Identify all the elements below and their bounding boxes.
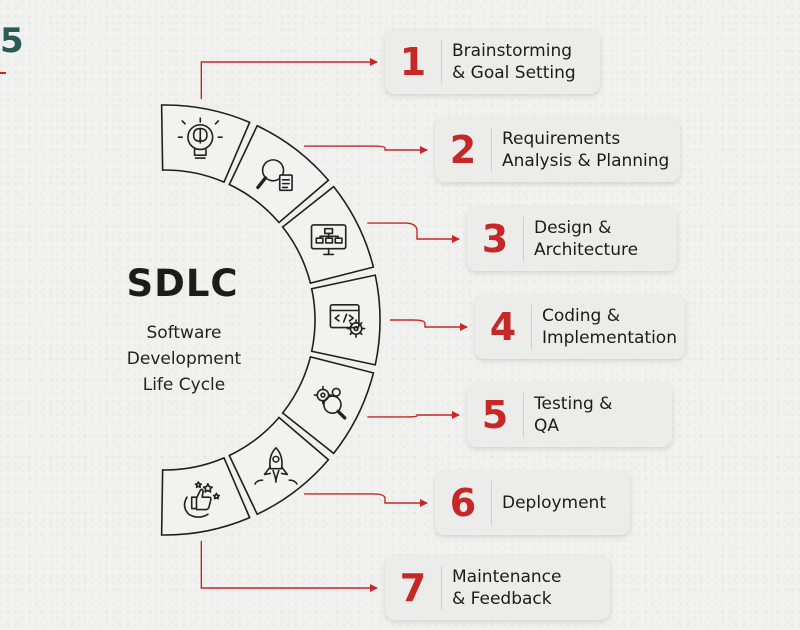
ring-segment-2 [228,124,330,224]
monitor-flowchart-icon [310,224,347,256]
connector-arrow-4 [390,319,468,331]
step-label-line: Requirements [502,129,621,149]
step-card-1: 1 Brainstorming & Goal Setting [385,30,600,94]
step-divider [491,128,492,172]
subtitle-line: Software [146,323,222,343]
step-label: Design & Architecture [534,217,638,261]
step-label: Requirements Analysis & Planning [502,128,669,172]
diagram-subtitle: Software Development Life Cycle [104,320,264,398]
magnifier-document-icon [256,159,293,192]
corner-accent-line [0,72,6,74]
connector-arrow-1 [200,58,378,100]
step-label-line: Testing & [534,394,613,414]
step-divider [491,481,492,525]
step-card-2: 2 Requirements Analysis & Planning [435,118,680,182]
step-label-line: Implementation [542,328,677,348]
gears-magnifier-icon [313,385,347,420]
step-label: Brainstorming & Goal Setting [452,40,576,84]
step-card-7: 7 Maintenance & Feedback [385,556,610,620]
thumbs-up-stars-icon [183,481,221,518]
step-number: 7 [399,566,427,610]
step-card-5: 5 Testing & QA [467,383,672,447]
step-number: 1 [399,40,427,84]
connector-arrow-3 [367,222,460,243]
step-label-line: Brainstorming [452,41,573,61]
corner-brand-mark: 5 [0,21,24,61]
step-divider [531,305,532,349]
step-label-line: QA [534,416,560,436]
connector-arrow-6 [304,493,428,507]
step-label-line: & Feedback [452,589,552,609]
step-card-3: 3 Design & Architecture [467,207,677,271]
step-label-line: & Goal Setting [452,63,576,83]
step-label: Coding & Implementation [542,305,677,349]
code-window-gear-icon [329,303,366,338]
step-divider [441,566,442,610]
step-label-line: Analysis & Planning [502,151,670,171]
step-number: 6 [449,481,477,525]
step-label-line: Maintenance [452,567,562,587]
connector-arrow-7 [200,540,378,592]
step-label-line: Design & [534,218,612,238]
ring-segment-4 [310,274,381,366]
step-label-line: Coding & [542,306,621,326]
brain-bulb-icon [177,117,223,159]
subtitle-line: Development [126,349,242,369]
connector-arrow-2 [304,145,428,154]
step-label: Maintenance & Feedback [452,566,561,610]
ring-segment-1 [160,104,251,184]
step-divider [523,217,524,261]
diagram-title: SDLC [126,262,239,305]
step-number: 2 [449,128,477,172]
rocket-icon [254,447,298,485]
step-card-6: 6 Deployment [435,471,630,535]
step-label-line: Architecture [534,240,639,260]
step-number: 5 [481,393,509,437]
ring-segment-5 [281,355,375,455]
connector-arrow-5 [367,411,460,419]
subtitle-line: Life Cycle [142,375,226,395]
step-label-line: Deployment [502,493,606,513]
step-divider [523,393,524,437]
step-label: Deployment [502,492,606,514]
step-number: 4 [489,305,517,349]
step-card-4: 4 Coding & Implementation [475,295,685,359]
step-number: 3 [481,217,509,261]
ring-segment-6 [228,416,330,516]
step-divider [441,40,442,84]
step-label: Testing & QA [534,393,612,437]
